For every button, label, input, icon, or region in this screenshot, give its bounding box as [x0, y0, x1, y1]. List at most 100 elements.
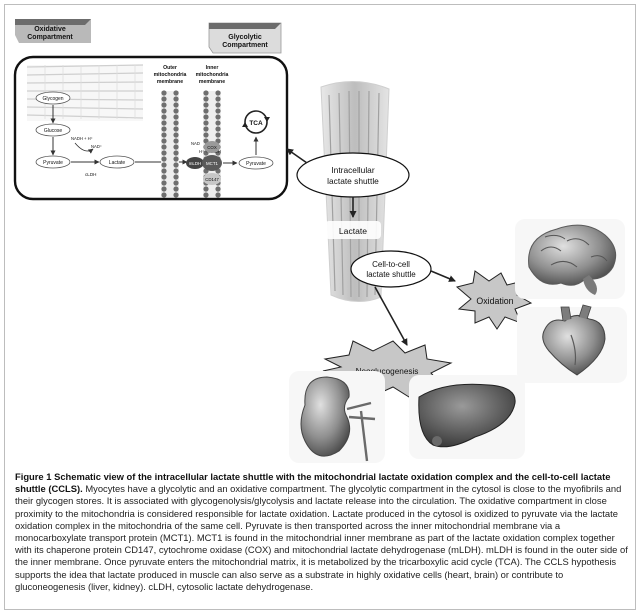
membrane-lipid-bead	[173, 132, 179, 138]
intracellular-shuttle-ellipse	[296, 152, 410, 198]
glucose-label: Glucose	[44, 128, 63, 134]
figure-frame: Oxidative Compartment Glycolytic Compart…	[4, 4, 636, 610]
membrane-lipid-bead	[161, 126, 167, 132]
membrane-lipid-bead	[161, 180, 167, 186]
membrane-lipid-bead	[173, 174, 179, 180]
membrane-lipid-bead	[161, 144, 167, 150]
nad-label: NAD⁺	[91, 144, 102, 149]
oxidative-tab-line1: Oxidative	[34, 26, 66, 33]
intracellular-shuttle-line2: lactate shuttle	[327, 176, 379, 186]
oxidation-label: Oxidation	[476, 296, 513, 306]
membrane-lipid-bead	[161, 168, 167, 174]
membrane-lipid-bead	[215, 102, 221, 108]
oxidation-starburst	[455, 270, 533, 330]
membrane-lipid-bead	[161, 108, 167, 114]
membrane-lipid-bead	[173, 96, 179, 102]
membrane-lipid-bead	[215, 90, 221, 96]
membrane-lipid-bead	[203, 96, 209, 102]
membrane-lipid-bead	[203, 186, 209, 192]
shuttle-to-neoglucogenesis-arrow	[374, 286, 408, 346]
kidney-image	[289, 371, 385, 463]
cox-label: COX	[207, 145, 217, 150]
membrane-lipid-bead	[161, 120, 167, 126]
membrane-lipid-bead	[173, 192, 179, 198]
brain-image	[515, 219, 625, 299]
membrane-lipid-bead	[161, 138, 167, 144]
tca-label: TCA	[249, 120, 263, 127]
membrane-lipid-bead	[173, 126, 179, 132]
mct1-label: MCT1	[206, 161, 219, 166]
inner-membrane-line2: mitochondria	[196, 72, 229, 78]
membrane-lipid-bead	[203, 132, 209, 138]
lactate-cytosol-label: Lactate	[109, 160, 126, 166]
nadh-cofactor-arrow	[74, 142, 94, 154]
membrane-lipid-bead	[215, 192, 221, 198]
membrane-lipid-bead	[173, 168, 179, 174]
outer-membrane-line1: Outer	[163, 65, 177, 71]
celltocell-shuttle-ellipse	[350, 250, 432, 288]
membrane-lipid-bead	[161, 96, 167, 102]
mldh-label: mLDH	[189, 161, 201, 166]
glycolytic-tab-line1: Glycolytic	[228, 34, 262, 41]
celltocell-shuttle-line1: Cell-to-cell	[372, 260, 410, 269]
membrane-lipid-bead	[215, 108, 221, 114]
membrane-lipid-bead	[173, 156, 179, 162]
lactate-label: Lactate	[339, 226, 367, 236]
figure-caption: Figure 1 Schematic view of the intracell…	[15, 471, 631, 593]
shuttle-to-cell-arrow	[286, 148, 308, 164]
membrane-lipid-bead	[161, 102, 167, 108]
cd147-label: CD147	[205, 177, 219, 182]
membrane-lipid-bead	[161, 192, 167, 198]
outer-membrane-line2: mitochondria	[154, 72, 187, 78]
oxidative-compartment-tab: Oxidative Compartment	[15, 19, 91, 43]
membrane-lipid-bead	[215, 126, 221, 132]
membrane-lipid-bead	[161, 90, 167, 96]
membrane-lipid-bead	[203, 120, 209, 126]
cytosolic-pathway: Glycogen Glucose Pyruvate Lactate NADH +…	[35, 91, 188, 177]
membrane-lipid-bead	[173, 138, 179, 144]
inner-membrane-line1: Inner	[206, 65, 219, 71]
membrane-lipid-bead	[203, 90, 209, 96]
cd147-protein	[203, 173, 221, 185]
membrane-lipid-bead	[161, 132, 167, 138]
pyruvate-mito-node	[238, 156, 274, 170]
glycolytic-tab-line2: Compartment	[222, 42, 268, 49]
membrane-lipid-bead	[173, 150, 179, 156]
neoglucogenesis-label: Neoglucogenesis	[356, 367, 419, 376]
glycogen-label: Glycogen	[42, 96, 63, 102]
caption-body: Myocytes have a glycolytic and an oxidat…	[15, 483, 628, 592]
membrane-lipid-bead	[215, 120, 221, 126]
pyruvate-cytosol-node	[35, 155, 71, 169]
membrane-lipid-bead	[161, 150, 167, 156]
pyruvate-cytosol-label: Pyruvate	[43, 160, 63, 166]
membrane-lipid-bead	[161, 186, 167, 192]
mldh-protein	[186, 157, 204, 169]
membrane-lipid-bead	[161, 156, 167, 162]
outer-membrane-line3: membrane	[157, 79, 183, 85]
membrane-lipid-bead	[161, 174, 167, 180]
glucose-node	[35, 123, 71, 137]
oxidative-tab-line2: Compartment	[27, 34, 73, 41]
membrane-lipid-bead	[203, 108, 209, 114]
membrane-lipid-bead	[203, 102, 209, 108]
glycolytic-compartment-tab: Glycolytic Compartment	[208, 22, 282, 54]
nadh-label: NADH + H⁺	[71, 136, 93, 141]
membrane-lipid-bead	[203, 192, 209, 198]
mct1-protein	[202, 155, 222, 171]
membrane-lipid-bead	[173, 120, 179, 126]
celltocell-shuttle-line2: lactate shuttle	[366, 270, 416, 279]
caption-title: Figure 1 Schematic view of the intracell…	[15, 471, 611, 495]
membrane-lipid-bead	[173, 108, 179, 114]
membrane-lipid-bead	[173, 186, 179, 192]
liver-image	[409, 375, 525, 459]
shuttle-to-oxidation-arrow	[430, 270, 456, 282]
lactate-cytosol-node	[99, 155, 135, 169]
pyruvate-mito-label: Pyruvate	[246, 161, 266, 167]
cox-protein	[204, 141, 220, 153]
membrane-lipid-bead	[215, 114, 221, 120]
lactate-oxidation-complex: NAD H⁺ + NADH mLDH COX MCT1 CD147 Pyruva…	[186, 110, 274, 185]
membrane-lipid-bead	[215, 96, 221, 102]
membrane-lipid-bead	[173, 162, 179, 168]
membrane-lipid-bead	[161, 114, 167, 120]
membrane-lipid-bead	[215, 186, 221, 192]
